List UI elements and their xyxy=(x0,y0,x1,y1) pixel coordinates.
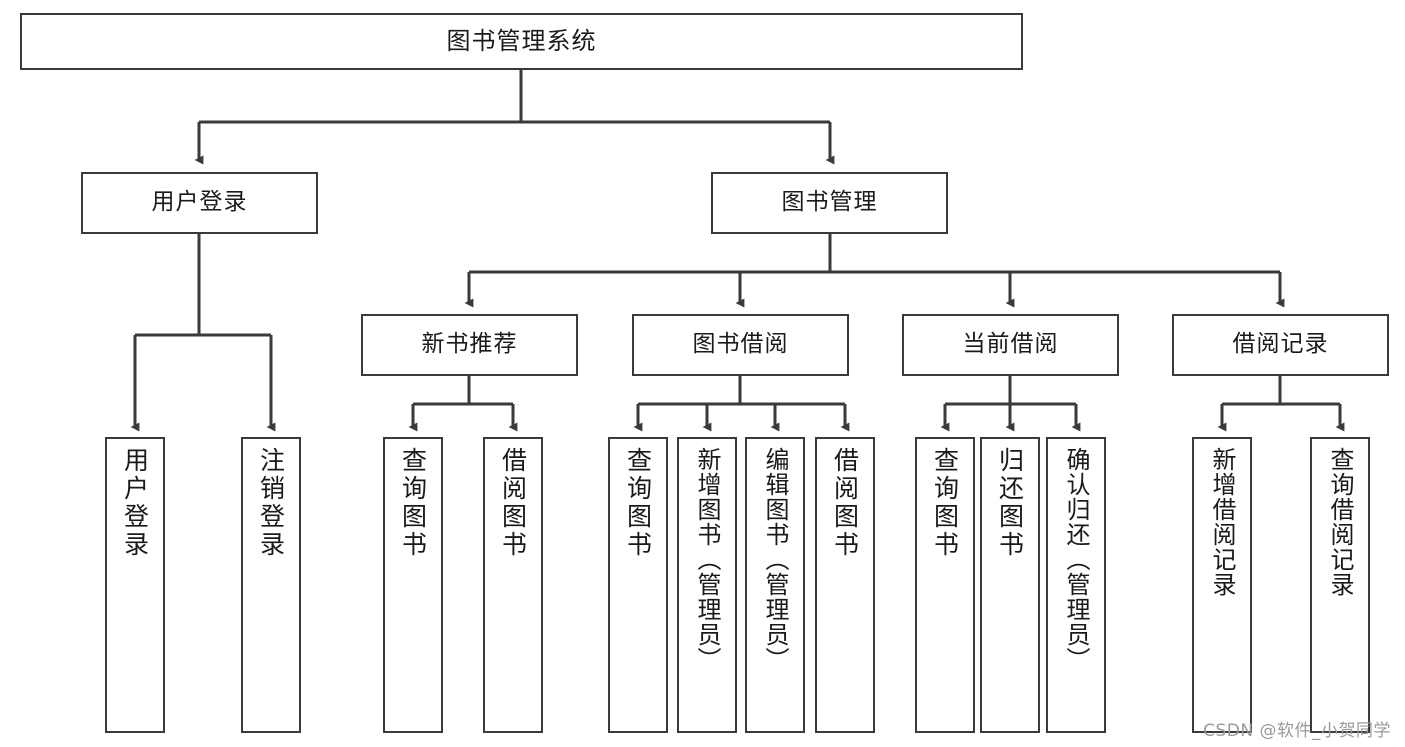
node-root-book-management-system[interactable]: 图书管理系统 xyxy=(20,13,1023,70)
node-book-borrow[interactable]: 图书借阅 xyxy=(632,314,849,376)
node-label: 查询借阅记录 xyxy=(1326,447,1354,597)
node-borrow-record[interactable]: 借阅记录 xyxy=(1172,314,1389,376)
node-label: 用户登录 xyxy=(151,189,248,216)
node-label: 归还图书 xyxy=(995,447,1025,559)
leaf-borrow-record-query-record[interactable]: 查询借阅记录 xyxy=(1310,437,1370,733)
node-label: 图书管理 xyxy=(781,189,878,216)
node-label: 确认归还（管理员） xyxy=(1062,447,1090,672)
node-label: 图书管理系统 xyxy=(446,27,597,56)
node-label: 借阅图书 xyxy=(498,447,528,559)
leaf-new-book-borrow-book[interactable]: 借阅图书 xyxy=(483,437,543,733)
node-label: 图书借阅 xyxy=(692,331,789,358)
node-label: 编辑图书（管理员） xyxy=(761,447,789,672)
leaf-current-borrow-return-book[interactable]: 归还图书 xyxy=(980,437,1040,733)
node-label: 查询图书 xyxy=(398,447,428,559)
csdn-watermark: CSDN @软件_小贺同学 xyxy=(1203,721,1391,741)
leaf-current-borrow-confirm-return-admin[interactable]: 确认归还（管理员） xyxy=(1046,437,1106,733)
node-label: 借阅记录 xyxy=(1232,331,1329,358)
node-label: 新增借阅记录 xyxy=(1208,447,1236,597)
node-label: 借阅图书 xyxy=(830,447,860,559)
leaf-book-borrow-borrow-book[interactable]: 借阅图书 xyxy=(815,437,875,733)
node-label: 注销登录 xyxy=(256,447,286,559)
node-label: 新增图书（管理员） xyxy=(693,447,721,672)
node-label: 查询图书 xyxy=(930,447,960,559)
node-label: 用户登录 xyxy=(120,447,150,559)
leaf-book-borrow-edit-book-admin[interactable]: 编辑图书（管理员） xyxy=(745,437,805,733)
leaf-user-login-login[interactable]: 用户登录 xyxy=(105,437,165,733)
leaf-book-borrow-add-book-admin[interactable]: 新增图书（管理员） xyxy=(677,437,737,733)
leaf-current-borrow-query-book[interactable]: 查询图书 xyxy=(915,437,975,733)
node-new-book-recommend[interactable]: 新书推荐 xyxy=(361,314,578,376)
leaf-user-login-logout[interactable]: 注销登录 xyxy=(241,437,301,733)
leaf-borrow-record-add-record[interactable]: 新增借阅记录 xyxy=(1192,437,1252,733)
leaf-book-borrow-query-book[interactable]: 查询图书 xyxy=(608,437,668,733)
leaf-new-book-query-book[interactable]: 查询图书 xyxy=(383,437,443,733)
node-label: 查询图书 xyxy=(623,447,653,559)
node-user-login[interactable]: 用户登录 xyxy=(81,172,318,234)
node-label: 新书推荐 xyxy=(421,331,518,358)
node-label: 当前借阅 xyxy=(962,331,1059,358)
node-current-borrow[interactable]: 当前借阅 xyxy=(902,314,1119,376)
node-book-management[interactable]: 图书管理 xyxy=(711,172,948,234)
